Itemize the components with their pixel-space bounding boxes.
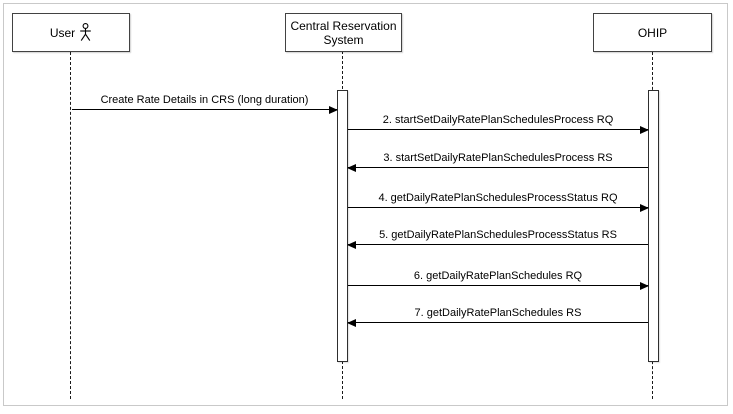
message-arrow-line bbox=[347, 319, 648, 327]
message-arrow-line bbox=[347, 241, 648, 249]
message-label: 4. getDailyRatePlanSchedulesProcessStatu… bbox=[378, 192, 618, 204]
actor-label-user: User bbox=[49, 25, 76, 40]
arrowhead-right-icon bbox=[640, 282, 649, 290]
message-6-get-daily-rate-plan-schedules-rq: 6. getDailyRatePlanSchedules RQ bbox=[348, 270, 649, 290]
user-stick-figure-icon bbox=[80, 23, 91, 41]
arrowhead-left-icon bbox=[347, 319, 356, 327]
message-arrow-line bbox=[348, 282, 649, 290]
lifeline-user bbox=[70, 52, 71, 399]
diagram-frame bbox=[3, 3, 728, 406]
arrowhead-left-icon bbox=[347, 164, 356, 172]
message-label: 5. getDailyRatePlanSchedulesProcessStatu… bbox=[379, 229, 617, 241]
message-5-get-daily-rate-plan-schedules-process-status-rs: 5. getDailyRatePlanSchedulesProcessStatu… bbox=[347, 229, 648, 249]
message-label: 3. startSetDailyRatePlanSchedulesProcess… bbox=[383, 152, 613, 164]
arrowhead-left-icon bbox=[347, 241, 356, 249]
message-label: 2. startSetDailyRatePlanSchedulesProcess… bbox=[382, 114, 614, 126]
message-label: 7. getDailyRatePlanSchedules RS bbox=[414, 307, 582, 319]
message-label: Create Rate Details in CRS (long duratio… bbox=[100, 94, 309, 106]
actor-box-central-reservation-system: Central Reservation System bbox=[285, 13, 402, 52]
actor-label-central-reservation-system: Central Reservation System bbox=[290, 18, 397, 47]
actor-box-ohip: OHIP bbox=[593, 13, 712, 52]
actor-label-ohip: OHIP bbox=[637, 25, 668, 40]
actor-box-user: User bbox=[12, 13, 130, 52]
message-4-get-daily-rate-plan-schedules-process-status-rq: 4. getDailyRatePlanSchedulesProcessStatu… bbox=[348, 192, 649, 212]
activation-bar-central-reservation-system bbox=[337, 90, 348, 362]
arrowhead-right-icon bbox=[640, 126, 649, 134]
message-3-start-set-daily-rate-plan-schedules-process-rs: 3. startSetDailyRatePlanSchedulesProcess… bbox=[347, 152, 648, 172]
message-arrow-line bbox=[348, 126, 649, 134]
message-arrow-line bbox=[72, 106, 338, 114]
message-create-rate-details: Create Rate Details in CRS (long duratio… bbox=[72, 94, 338, 114]
message-arrow-line bbox=[348, 204, 649, 212]
arrowhead-right-icon bbox=[329, 106, 338, 114]
message-7-get-daily-rate-plan-schedules-rs: 7. getDailyRatePlanSchedules RS bbox=[347, 307, 648, 327]
message-2-start-set-daily-rate-plan-schedules-process-rq: 2. startSetDailyRatePlanSchedulesProcess… bbox=[348, 114, 649, 134]
message-arrow-line bbox=[347, 164, 648, 172]
activation-bar-ohip bbox=[648, 90, 659, 362]
message-label: 6. getDailyRatePlanSchedules RQ bbox=[413, 270, 583, 282]
arrowhead-right-icon bbox=[640, 204, 649, 212]
